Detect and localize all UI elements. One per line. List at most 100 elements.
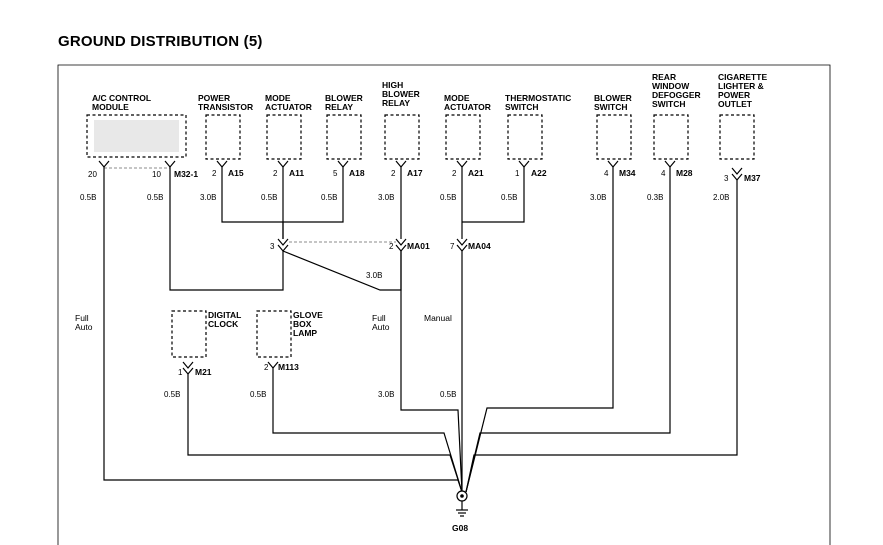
high-blower-relay-box	[384, 114, 420, 160]
conn-m21: M21	[195, 367, 212, 377]
pin-m113: 2	[264, 363, 269, 372]
chevron-ma01-a	[395, 238, 407, 246]
wire-a22	[462, 167, 525, 223]
svg-text:SWITCH: SWITCH	[594, 102, 628, 112]
note-manual: Manual	[424, 313, 452, 323]
label-cigarette-lighter: CIGARETTE LIGHTER & POWER OUTLET	[718, 72, 767, 109]
svg-text:CLOCK: CLOCK	[208, 319, 239, 329]
connector-chevrons	[98, 160, 743, 375]
diagram-frame	[57, 64, 831, 545]
mode-actuator-1-box	[266, 114, 302, 160]
svg-text:Full: Full	[75, 313, 89, 323]
ac-control-module-box	[86, 114, 187, 158]
conn-a18: A18	[349, 168, 365, 178]
wire-label-6: 3.0B	[378, 193, 394, 202]
wires	[103, 167, 738, 493]
chevron-ac-10	[164, 160, 176, 168]
pin-m37: 3	[724, 174, 729, 183]
pin-a18: 5	[333, 169, 338, 178]
wire-label-7: 0.5B	[440, 193, 456, 202]
wire-label-11: 2.0B	[713, 193, 729, 202]
svg-text:WINDOW: WINDOW	[652, 81, 690, 91]
conn-ma01: MA01	[407, 241, 430, 251]
pin-ma04: 7	[450, 242, 455, 251]
svg-text:MODE: MODE	[444, 93, 470, 103]
pin-a21: 2	[452, 169, 457, 178]
chevron-a17	[395, 160, 407, 168]
svg-text:LIGHTER &: LIGHTER &	[718, 81, 764, 91]
wire-label-10: 0.3B	[647, 193, 663, 202]
svg-text:THERMOSTATIC: THERMOSTATIC	[505, 93, 571, 103]
wire-label-4: 0.5B	[261, 193, 277, 202]
pin-a11: 2	[273, 169, 278, 178]
ac-control-module-fill	[94, 120, 179, 152]
conn-m34: M34	[619, 168, 636, 178]
wire-ac10	[169, 167, 284, 291]
wire-label-9: 3.0B	[590, 193, 606, 202]
conn-a22: A22	[531, 168, 547, 178]
svg-text:OUTLET: OUTLET	[718, 99, 753, 109]
svg-text:CIGARETTE: CIGARETTE	[718, 72, 767, 82]
conn-a15: A15	[228, 168, 244, 178]
chevron-ma04-a	[456, 238, 468, 246]
wire-ma01-bridge	[282, 250, 402, 291]
wire-label-2: 0.5B	[147, 193, 163, 202]
label-mode-actuator-2: MODE ACTUATOR	[444, 93, 491, 112]
label-blower-relay: BLOWER RELAY	[325, 93, 363, 112]
conn-m113: M113	[278, 362, 299, 372]
conn-a11: A11	[289, 168, 304, 178]
label-mode-actuator-1: MODE ACTUATOR	[265, 93, 312, 112]
wire-m37	[465, 180, 738, 493]
power-transistor-box	[205, 114, 241, 160]
svg-text:Auto: Auto	[75, 322, 93, 332]
label-rear-window-defogger-switch: REAR WINDOW DEFOGGER SWITCH	[652, 72, 701, 109]
label-glove-box-lamp: GLOVE BOX LAMP	[293, 310, 323, 338]
rear-window-defogger-switch-box	[653, 114, 689, 160]
svg-text:A/C CONTROL: A/C CONTROL	[92, 93, 151, 103]
digital-clock-box	[171, 310, 207, 358]
chevron-a22	[518, 160, 530, 168]
chevron-m28	[664, 160, 676, 168]
chevron-a21	[456, 160, 468, 168]
svg-text:HIGH: HIGH	[382, 80, 403, 90]
pin-ac-10: 10	[152, 170, 161, 179]
wire-label-5: 0.5B	[321, 193, 337, 202]
mode-actuator-2-box	[445, 114, 481, 160]
conn-a21: A21	[468, 168, 484, 178]
chevron-ac-20	[98, 160, 110, 168]
thermostatic-switch-box	[507, 114, 543, 160]
conn-m32-1: M32-1	[174, 169, 198, 179]
chevron-a11	[277, 160, 289, 168]
svg-text:RELAY: RELAY	[325, 102, 353, 112]
page-title: GROUND DISTRIBUTION (5)	[58, 33, 263, 50]
chevron-m37-a	[731, 167, 743, 175]
label-blower-switch: BLOWER SWITCH	[594, 93, 632, 112]
chevron-a15	[216, 160, 228, 168]
svg-text:MODULE: MODULE	[92, 102, 129, 112]
svg-text:ACTUATOR: ACTUATOR	[444, 102, 491, 112]
conn-a17: A17	[407, 168, 423, 178]
svg-text:RELAY: RELAY	[382, 98, 410, 108]
wire-label-16: 0.5B	[440, 390, 456, 399]
wire-a18	[283, 167, 344, 223]
wire-label-1: 0.5B	[80, 193, 96, 202]
label-digital-clock: DIGITAL CLOCK	[208, 310, 241, 329]
pin-a22: 1	[515, 169, 520, 178]
svg-text:BLOWER: BLOWER	[325, 93, 363, 103]
cigarette-lighter-box	[719, 114, 755, 160]
blower-switch-box	[596, 114, 632, 160]
label-high-blower-relay: HIGH BLOWER RELAY	[382, 80, 420, 108]
pin-ma01: 2	[389, 242, 394, 251]
wire-ma01-down	[400, 251, 463, 493]
conn-ma04: MA04	[468, 241, 491, 251]
wire-label-8: 0.5B	[501, 193, 517, 202]
ground-symbol	[456, 490, 468, 517]
svg-text:ACTUATOR: ACTUATOR	[265, 102, 312, 112]
pin-a17: 2	[391, 169, 396, 178]
wire-label-15: 3.0B	[378, 390, 394, 399]
conn-m28: M28	[676, 168, 693, 178]
wire-label-13: 0.5B	[164, 390, 180, 399]
svg-text:MODE: MODE	[265, 93, 291, 103]
svg-text:DIGITAL: DIGITAL	[208, 310, 241, 320]
